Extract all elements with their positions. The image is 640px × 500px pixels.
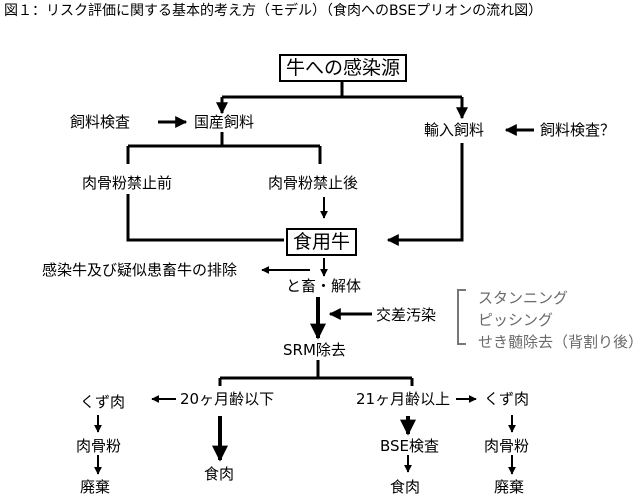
node-under-20: 20ヶ月齢以下 — [180, 390, 275, 408]
node-bse-test: BSE検査 — [380, 437, 440, 455]
node-over-21: 21ヶ月齢以上 — [356, 390, 451, 408]
node-cross-contamination: 交差汚染 — [376, 306, 437, 324]
process-spinal-cord-removal: せき髄除去（背割り後） — [478, 333, 640, 351]
node-before-ban: 肉骨粉禁止前 — [82, 174, 173, 192]
node-source: 牛への感染源 — [279, 54, 408, 82]
node-meat-left: 食肉 — [204, 465, 235, 483]
process-pithing: ピッシング — [478, 311, 554, 329]
node-slaughter: と畜・解体 — [286, 277, 362, 295]
node-feed-inspection-left: 飼料検査 — [70, 113, 131, 131]
process-stunning: スタンニング — [478, 289, 569, 307]
line-before-ban-down — [126, 194, 284, 242]
figure-title: 図１：リスク評価に関する基本的考え方（モデル）（食肉へのBSEプリオンの流れ図） — [4, 3, 543, 19]
node-disposal-right: 廃棄 — [494, 478, 525, 496]
process-bracket — [457, 289, 466, 345]
node-meat-right: 食肉 — [390, 478, 421, 496]
node-scrap-meat-right: くず肉 — [484, 390, 530, 408]
node-imported-feed: 輸入飼料 — [424, 121, 485, 139]
node-domestic-feed: 国産飼料 — [194, 113, 255, 131]
node-srm-removal: SRM除去 — [283, 341, 346, 359]
node-edible-cattle: 食用牛 — [286, 228, 358, 256]
node-scrap-meat-left: くず肉 — [80, 393, 126, 411]
node-mbm-right: 肉骨粉 — [484, 437, 530, 455]
node-disposal-left: 廃棄 — [80, 478, 111, 496]
node-exclusion: 感染牛及び疑似患畜牛の排除 — [42, 261, 238, 279]
line-imported-down — [386, 143, 464, 246]
node-mbm-left: 肉骨粉 — [76, 437, 122, 455]
node-feed-inspection-right: 飼料検査？ — [540, 121, 616, 139]
node-after-ban: 肉骨粉禁止後 — [268, 174, 359, 192]
